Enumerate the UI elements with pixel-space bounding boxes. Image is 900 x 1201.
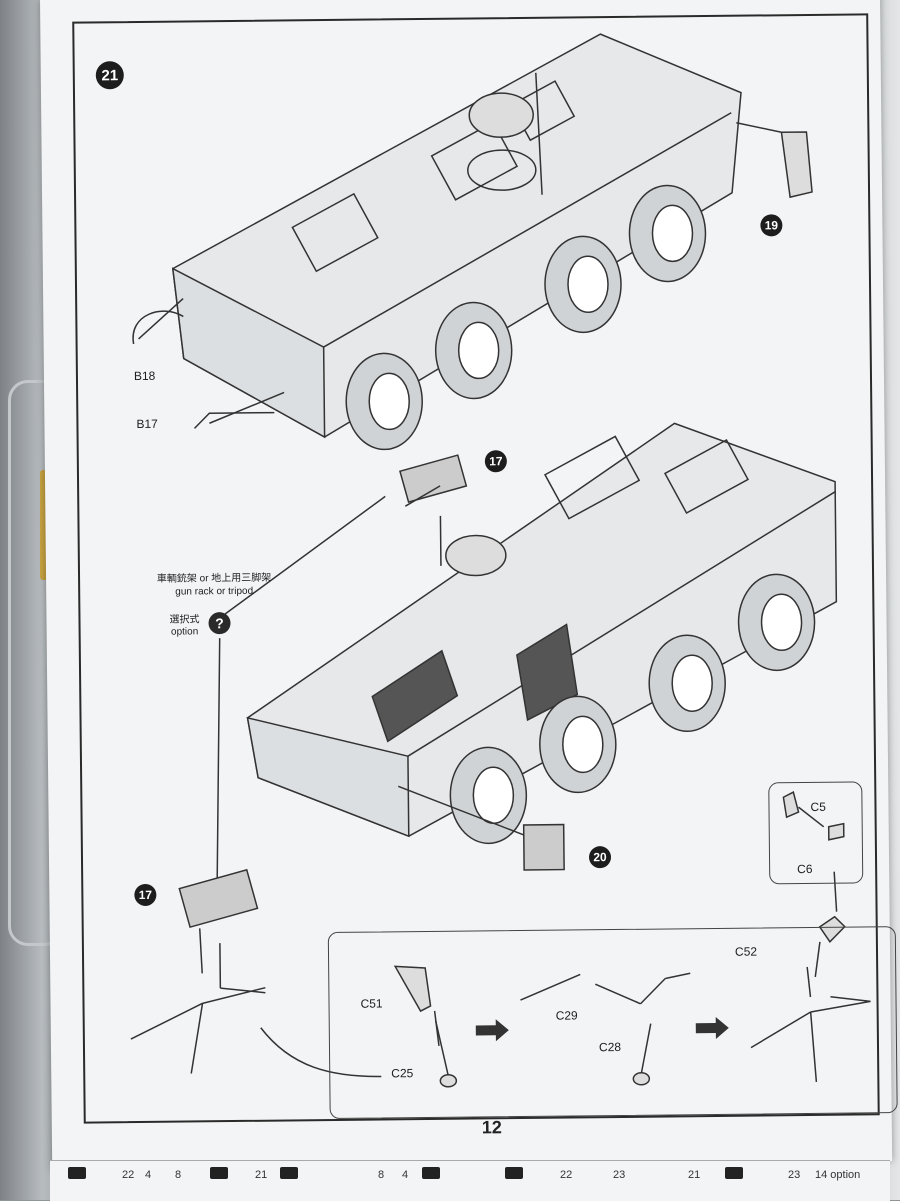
label-c29: C29	[556, 1008, 578, 1022]
strip-label: 23	[613, 1169, 625, 1181]
next-page-strip: 22 4 8 21 8 4 22 23 21 23 14 option	[50, 1160, 890, 1201]
page-number: 12	[482, 1117, 502, 1138]
label-c6: C6	[797, 862, 812, 876]
strip-label: 22	[560, 1169, 572, 1181]
strip-label: 8	[378, 1169, 384, 1181]
callout-19: 19	[760, 214, 782, 236]
label-b17: B17	[136, 417, 158, 431]
label-c51: C51	[360, 996, 382, 1010]
strip-label: 23	[788, 1169, 800, 1181]
callout-17-top: 17	[485, 450, 507, 472]
label-c52: C52	[735, 945, 757, 959]
option-question-icon: ?	[208, 612, 230, 634]
instruction-sheet: 21 19 17 17 20 B18 B17 C5 C6 C52 C51 C29…	[40, 0, 892, 1170]
label-b18: B18	[134, 369, 156, 383]
strip-label: 14 option	[815, 1169, 860, 1181]
strip-label: 21	[255, 1169, 267, 1181]
strip-label: 8	[175, 1169, 181, 1181]
option-note-english: gun rack or tripod	[134, 584, 294, 599]
option-label-english: option	[165, 625, 205, 638]
c5-c6-detail-box	[768, 781, 863, 884]
strip-label: 21	[688, 1169, 700, 1181]
callout-17-bottom: 17	[134, 884, 156, 906]
strip-label: 22	[122, 1169, 134, 1181]
strip-label: 4	[145, 1169, 151, 1181]
label-c5: C5	[810, 800, 825, 814]
label-c25: C25	[391, 1066, 413, 1080]
step-number-badge: 21	[96, 61, 124, 89]
tripod-subassembly-box	[328, 926, 898, 1119]
label-c28: C28	[599, 1040, 621, 1054]
strip-label: 4	[402, 1169, 408, 1181]
callout-20: 20	[589, 846, 611, 868]
